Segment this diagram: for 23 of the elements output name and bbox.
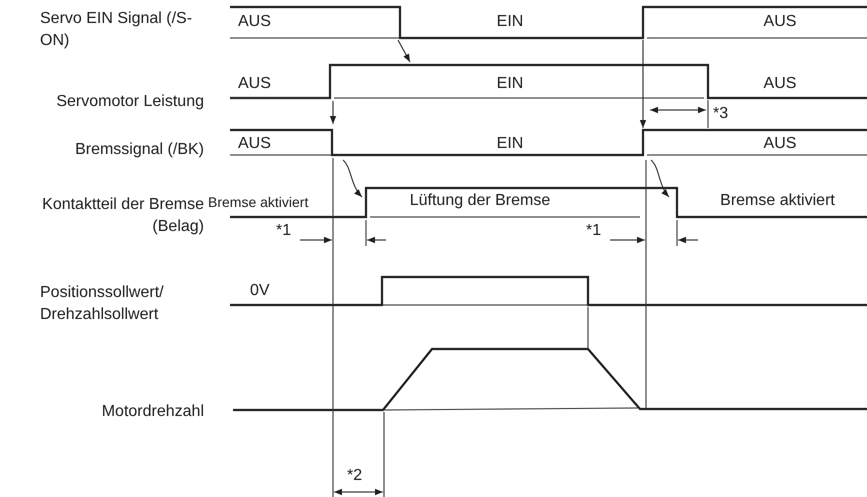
- signal-name: Positionssollwert/ Drehzahlsollwert: [40, 283, 165, 325]
- state-label: Bremse aktiviert: [208, 193, 310, 212]
- state-label: EIN: [496, 134, 524, 154]
- state-label: Lüftung der Bremse: [408, 191, 552, 211]
- state-label: *1: [586, 221, 602, 241]
- state-label: 0V: [250, 281, 271, 301]
- state-label: *3: [713, 104, 730, 124]
- state-label: *1: [276, 221, 292, 241]
- state-label: Bremse aktiviert: [719, 191, 836, 211]
- state-label: AUS: [238, 12, 272, 32]
- signal-name: Motordrehzahl: [100, 402, 204, 422]
- signal-name: Bremssignal (/BK): [74, 140, 204, 160]
- state-label: *2: [347, 466, 364, 486]
- state-label: AUS: [762, 134, 798, 154]
- state-label: AUS: [762, 74, 798, 94]
- signal-name: Kontaktteil der Bremse (Belag): [41, 195, 204, 237]
- signal-name: Servomotor Leistung: [55, 92, 204, 112]
- state-label: EIN: [496, 74, 524, 94]
- state-label: AUS: [238, 74, 272, 94]
- signal-name: Servo EIN Signal (/S-ON): [40, 9, 194, 51]
- state-label: AUS: [762, 12, 798, 32]
- state-label: AUS: [238, 134, 272, 154]
- state-label: EIN: [496, 12, 524, 32]
